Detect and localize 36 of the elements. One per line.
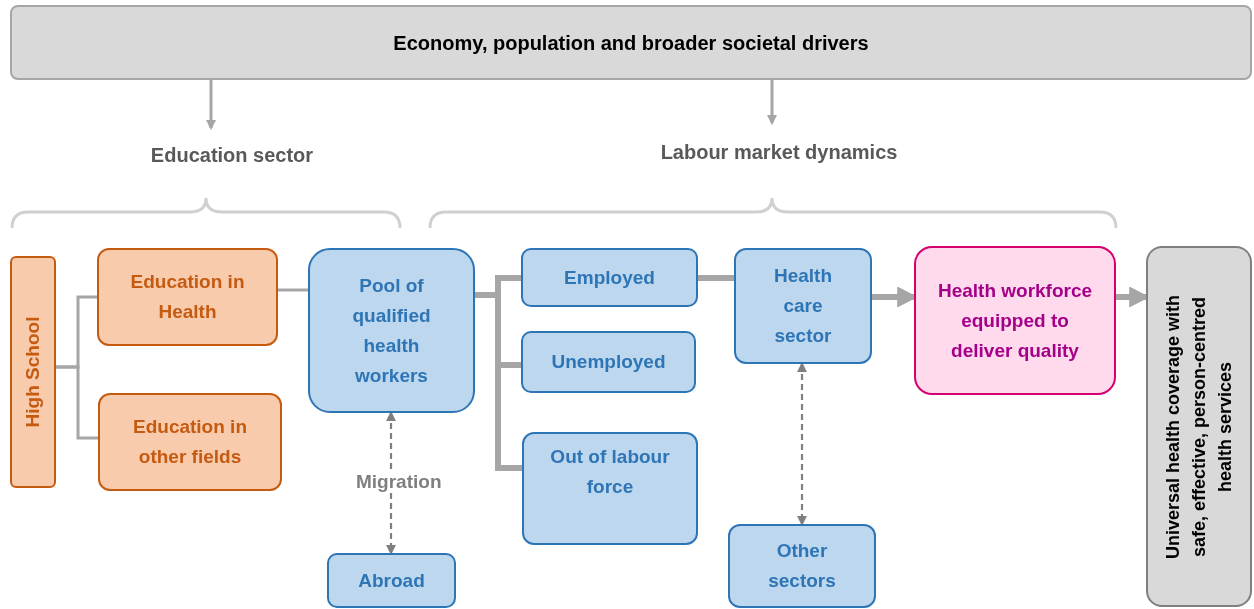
goal-box <box>1146 246 1252 607</box>
box-label: Education in Health <box>129 270 246 324</box>
arrow <box>205 80 217 131</box>
process-box <box>98 393 282 491</box>
arrow <box>797 362 807 526</box>
process-box <box>521 331 696 393</box>
box-label: Unemployed <box>551 350 666 374</box>
outcome-box <box>914 246 1116 395</box>
process-box <box>728 524 876 608</box>
section-heading: Labour market dynamics <box>630 135 928 169</box>
box-label: High School <box>21 315 44 430</box>
connector-line <box>278 288 308 292</box>
connector-line <box>56 365 98 440</box>
arrow <box>766 80 778 126</box>
box-label: Out of labour force <box>549 444 671 499</box>
connector-line <box>698 275 734 281</box>
edge-label: Migration <box>354 471 444 493</box>
arrow <box>386 411 396 555</box>
box-label: Abroad <box>358 568 425 593</box>
box-label: Other sectors <box>767 539 837 593</box>
box-label: Economy, population and broader societal drivers <box>393 30 869 56</box>
section-heading: Education sector <box>120 138 344 172</box>
box-label: Health care sector <box>772 264 834 348</box>
process-box <box>734 248 872 364</box>
box-label: Universal health coverage with safe, effective, person-centred health services <box>1162 293 1236 561</box>
box-label: Health workforce equipped to deliver quality <box>937 278 1093 363</box>
process-box <box>327 553 456 608</box>
box-label: Pool of qualified health workers <box>351 273 432 388</box>
process-box <box>308 248 475 413</box>
process-box <box>10 256 56 488</box>
process-box <box>97 248 278 346</box>
box-label: Employed <box>564 265 655 290</box>
driver-banner <box>10 5 1252 80</box>
box-label: Education in other fields <box>132 415 248 469</box>
process-box <box>522 432 698 545</box>
process-box <box>521 248 698 307</box>
